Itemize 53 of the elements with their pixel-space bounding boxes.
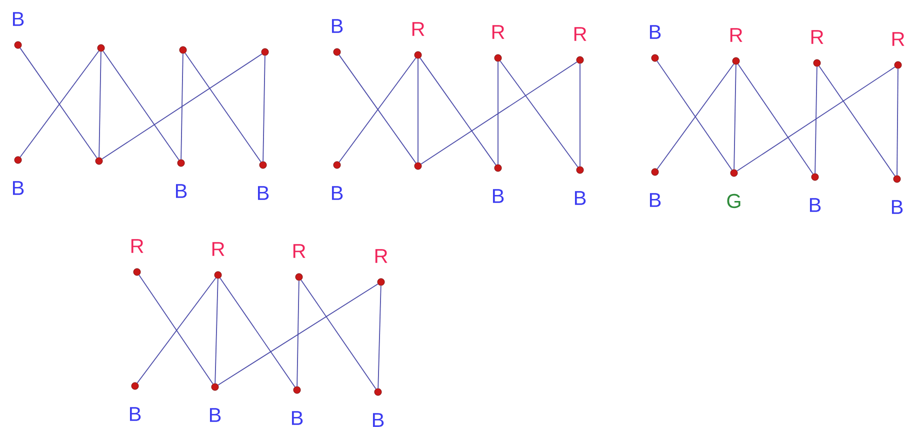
vertex-label: R (492, 25, 504, 39)
vertex-label: R (730, 28, 742, 42)
vertex-label: B (332, 186, 343, 200)
vertex-label: B (492, 189, 504, 203)
vertex-dot (95, 157, 103, 165)
vertex-dot (97, 44, 105, 52)
vertex-label: B (810, 198, 821, 212)
edge-line (738, 64, 814, 174)
vertex-label: G (727, 194, 740, 208)
edge-line (896, 68, 898, 176)
vertex-label: B (332, 19, 343, 33)
vertex-label: R (375, 249, 388, 263)
vertex-label: B (130, 407, 141, 421)
edge-line (814, 66, 818, 174)
edge-line (98, 51, 102, 158)
edge-line (300, 280, 376, 390)
vertex-label: R (574, 27, 586, 41)
vertex-label: B (574, 191, 586, 205)
vertex-label: B (292, 411, 303, 425)
edge-line (102, 50, 180, 160)
vertex-label: B (12, 181, 24, 195)
vertex-label: B (372, 413, 384, 427)
vertex-dot (179, 46, 187, 54)
edge-line (184, 52, 262, 162)
edge-line (220, 278, 296, 388)
vertex-label: B (210, 408, 221, 422)
vertex-dot (261, 48, 269, 56)
edge-line (214, 278, 218, 384)
vertex-label: R (892, 32, 904, 46)
vertex-label: B (650, 193, 661, 207)
edge-line (420, 62, 578, 164)
vertex-label: R (293, 244, 306, 258)
edge-line (218, 284, 378, 386)
edge-line (262, 55, 266, 162)
vertex-label: B (892, 200, 903, 214)
edge-line (378, 285, 382, 389)
edge-line (818, 66, 896, 176)
vertex-label: R (131, 239, 144, 253)
vertex-label: B (12, 12, 24, 26)
vertex-label: R (212, 242, 224, 256)
edge-line (296, 280, 300, 387)
vertex-label: B (650, 25, 661, 39)
edge-line (102, 54, 262, 160)
vertex-label: B (258, 186, 269, 200)
edge-line (734, 64, 736, 170)
vertex-label: R (412, 22, 424, 36)
edge-line (736, 66, 896, 172)
vertex-label: R (811, 30, 824, 44)
edge-line (500, 60, 578, 168)
edge-line (180, 53, 184, 160)
vertex-dot (414, 162, 422, 170)
vertex-label: B (176, 184, 187, 198)
edge-line (420, 58, 496, 166)
